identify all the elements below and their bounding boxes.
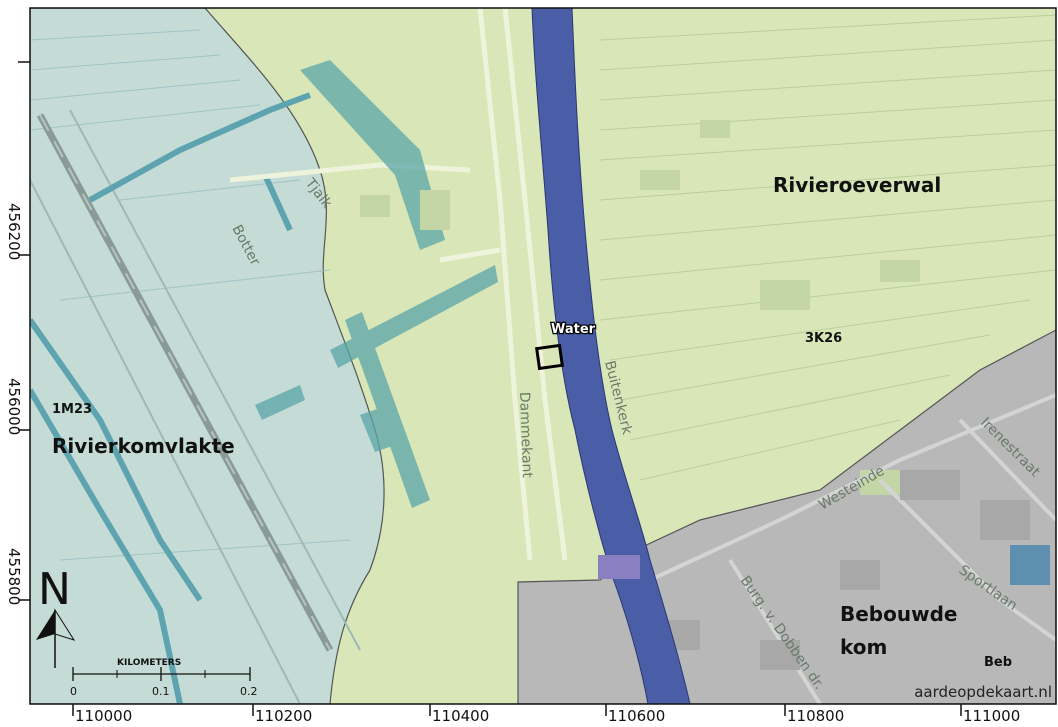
buildings-bebouwde-kom [660, 470, 1030, 670]
y-tick-455800: 455800 [5, 548, 23, 605]
canals-rivierkomvlakte [30, 92, 312, 704]
scale-bar-label-0: 0 [70, 685, 77, 698]
x-tick-110600: 110600 [608, 707, 665, 725]
street-label-dammekant: Dammekant [516, 392, 535, 479]
scale-bar-label-0-2: 0.2 [240, 685, 258, 698]
north-arrow: N [36, 564, 76, 668]
unit-label-water: Water [551, 322, 596, 337]
unit-label-rivierkomvlakte: Rivierkomvlakte [52, 434, 235, 458]
site-marker[interactable] [535, 343, 564, 371]
water-overlap [598, 555, 640, 579]
unit-label-bebouwde: Bebouwde [840, 602, 957, 626]
x-tick-110000: 110000 [75, 707, 132, 725]
unit-label-rivieroeverwal: Rivieroeverwal [773, 173, 941, 197]
railway [30, 109, 361, 704]
unit-code-3k26: 3K26 [805, 331, 842, 346]
unit-water-area[interactable] [531, 8, 691, 704]
map-credit: aardeopdekaart.nl [914, 683, 1052, 701]
x-axis: 110000 110200 110400 110600 110800 11100… [72, 704, 1020, 725]
unit-code-1m23: 1M23 [52, 402, 92, 417]
x-tick-110200: 110200 [255, 707, 312, 725]
unit-code-beb: Beb [984, 655, 1012, 670]
streets-bebouwde-kom [649, 393, 1056, 704]
map-frame-border [29, 7, 1057, 705]
roads [229, 8, 568, 561]
x-tick-111000: 111000 [963, 707, 1020, 725]
y-tick-456000: 456000 [5, 378, 23, 435]
x-tick-110800: 110800 [787, 707, 844, 725]
scale-bar-label-0-1: 0.1 [152, 685, 170, 698]
y-axis: 456200 456000 455800 [5, 61, 30, 605]
scale-bar: KILOMETERS 0 0.1 0.2 [70, 658, 258, 698]
unit-label-kom: kom [840, 635, 887, 659]
y-tick-456200: 456200 [5, 203, 23, 260]
north-arrow-label: N [38, 564, 71, 615]
x-tick-110400: 110400 [432, 707, 489, 725]
field-lines [599, 14, 1056, 481]
canals-rivieroeverwal [255, 60, 498, 508]
scale-bar-unit: KILOMETERS [117, 658, 181, 668]
water-pond [1010, 545, 1050, 585]
